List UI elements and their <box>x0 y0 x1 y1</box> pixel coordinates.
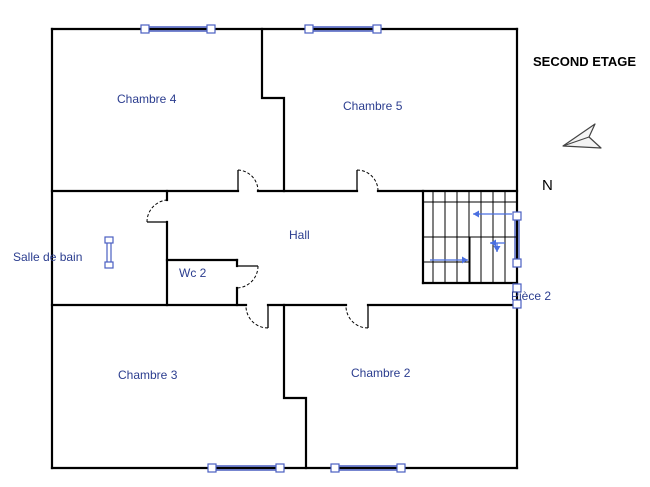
room-label-chambre-2: Chambre 2 <box>351 366 411 380</box>
stair-arrow-top-head <box>473 210 479 218</box>
room-label-chambre-5: Chambre 5 <box>343 99 403 113</box>
stair-arrow-turn-head <box>493 246 501 252</box>
compass-arrow-icon <box>562 123 602 149</box>
bathroom-fixture-icon <box>104 236 114 269</box>
door-chambre-4 <box>237 169 259 192</box>
door-wc-2 <box>236 265 259 289</box>
door-chambre-3 <box>245 304 269 329</box>
window-chambre-4 <box>140 24 216 34</box>
stair-arrow-mid-head <box>490 239 496 247</box>
door-chambre-5 <box>356 169 379 192</box>
plan-title: SECOND ETAGE <box>533 54 636 69</box>
doors <box>146 169 379 329</box>
stair-arrow-bottom-head <box>462 256 468 264</box>
window-stairs <box>512 211 522 268</box>
window-chambre-2 <box>330 463 406 473</box>
window-chambre-5 <box>304 24 382 34</box>
north-label: N <box>542 177 553 194</box>
room-label-chambre-4: Chambre 4 <box>117 92 177 106</box>
door-chambre-2 <box>345 304 369 329</box>
door-salle-de-bain <box>146 199 168 223</box>
room-label-wc-2: Wc 2 <box>179 266 207 280</box>
windows <box>140 24 522 473</box>
window-piece-2 <box>512 283 522 309</box>
room-label-piece-2: Pièce 2 <box>511 289 551 303</box>
window-chambre-3 <box>207 463 285 473</box>
room-label-chambre-3: Chambre 3 <box>118 368 178 382</box>
room-label-hall: Hall <box>289 228 310 242</box>
room-label-salle-de-bain: Salle de bain <box>13 250 82 264</box>
staircase <box>423 191 517 283</box>
